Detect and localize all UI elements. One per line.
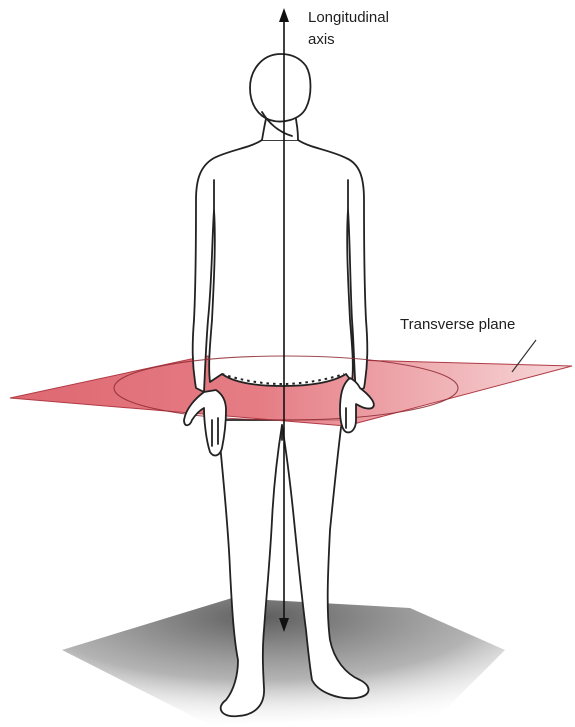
axis-label-line1: Longitudinal <box>308 7 389 28</box>
axis-arrowhead-top <box>279 8 289 22</box>
human-figure-upper <box>193 54 368 392</box>
plane-label: Transverse plane <box>400 314 515 335</box>
axis-label-line2: axis <box>308 29 335 50</box>
